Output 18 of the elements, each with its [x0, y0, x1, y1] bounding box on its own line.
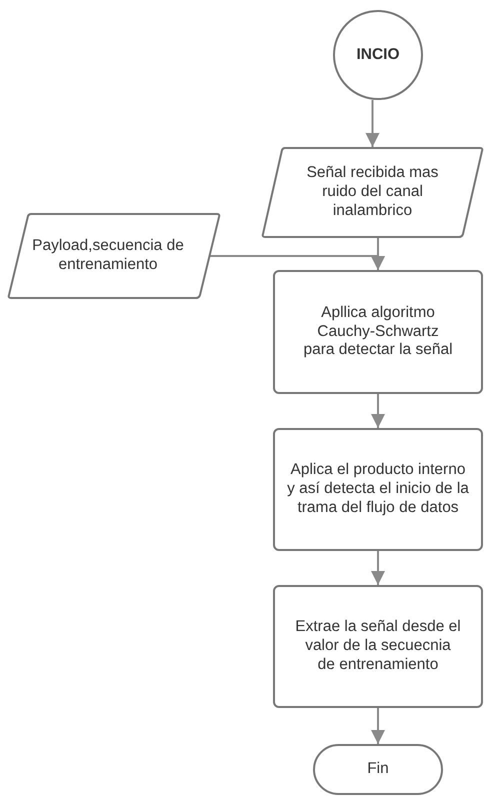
arrow: [371, 708, 385, 744]
arrow: [371, 394, 385, 428]
process-box: [273, 428, 483, 551]
node-label: Señal recibida mas ruido del canal inalambrico: [306, 164, 440, 221]
process-box: [273, 585, 483, 708]
end-terminal: [313, 744, 443, 795]
node-label: Payload,secuencia de entrenamiento: [31, 237, 185, 275]
node-label: Fin: [367, 760, 389, 779]
input-parallelogram: [8, 213, 220, 299]
node-label: INCIO: [356, 46, 400, 64]
node-label: Apllica algoritmo Cauchy-Schwartz para detectar la señal: [303, 304, 453, 360]
start-circle: [333, 10, 423, 100]
node-label: Extrae la señal desde el valor de la secuecnia de entrenamiento: [295, 618, 461, 675]
process-box: [273, 270, 483, 394]
arrow: [371, 551, 385, 585]
input-parallelogram: [262, 147, 483, 238]
arrow: [366, 100, 380, 147]
node-label: Aplica el producto interno y así detecta el inicio de la trama del flujo de datos: [287, 461, 469, 518]
